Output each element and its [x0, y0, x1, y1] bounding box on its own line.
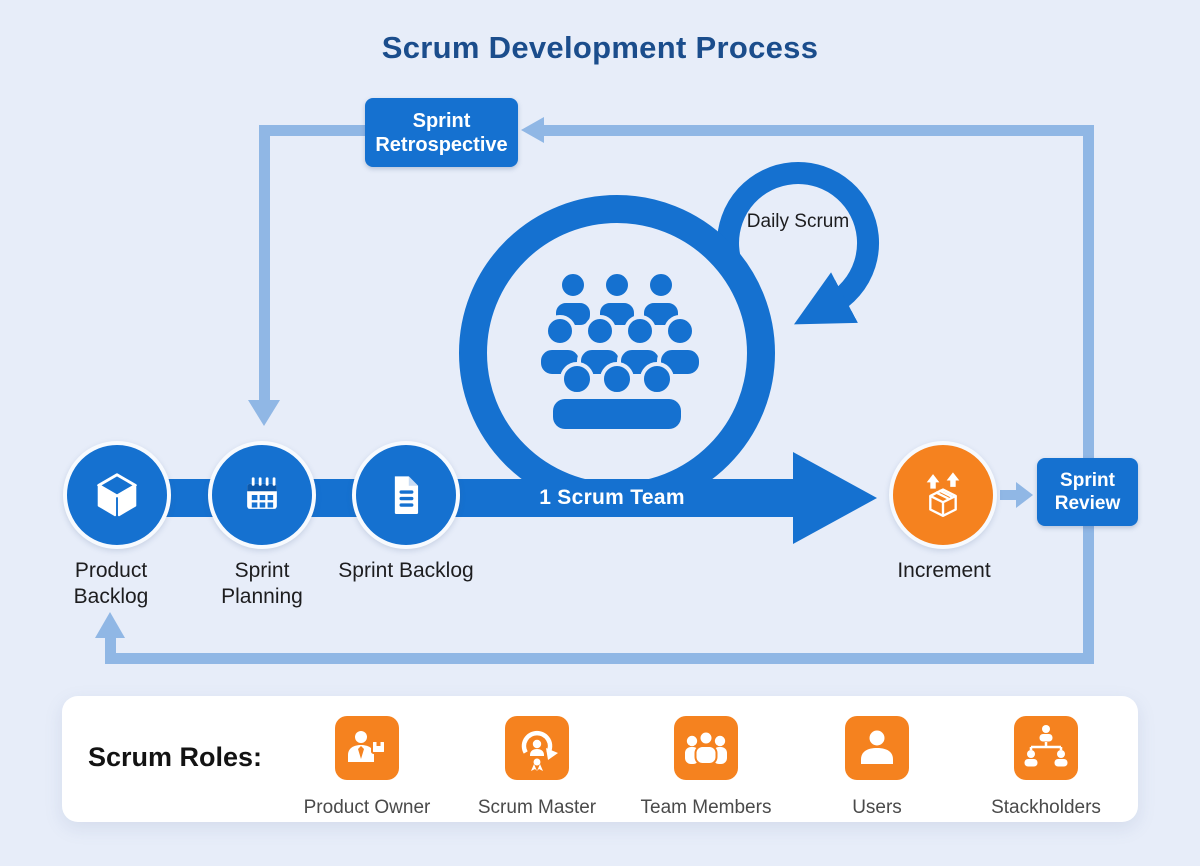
- node-product-backlog: [63, 441, 171, 549]
- product-owner-role-label: Product Owner: [303, 797, 431, 818]
- calendar-icon: [247, 477, 277, 509]
- team-group-icon: [537, 270, 703, 429]
- connector-right-vertical: [1083, 125, 1094, 664]
- stakeholders-icon: [1014, 716, 1078, 780]
- arrow-right-icon: [1016, 482, 1033, 508]
- product-backlog-label: Product Backlog: [73, 559, 149, 608]
- sprint-review-box: Sprint Review: [1037, 458, 1138, 526]
- stackholders-role-label: Stackholders: [991, 797, 1101, 818]
- arrow-left-icon: [521, 117, 544, 143]
- scrum-team-flow-label: 1 Scrum Team: [539, 486, 685, 509]
- scrum-master-role-label: Scrum Master: [477, 797, 597, 818]
- user-icon: [845, 716, 909, 780]
- page-title: Scrum Development Process: [381, 30, 819, 65]
- daily-scrum-loop-icon: [717, 162, 880, 325]
- daily-scrum-label: Daily Scrum: [746, 211, 850, 232]
- connector-increment-review: [1000, 490, 1018, 500]
- role-team-members: Team Members: [636, 716, 776, 819]
- scrum-master-icon: [505, 716, 569, 780]
- connector-retro-left-horizontal: [259, 125, 365, 136]
- sprint-retrospective-label: Sprint Retrospective: [375, 109, 508, 156]
- scrum-roles-panel: [62, 696, 1138, 822]
- sprint-review-label: Sprint Review: [1054, 470, 1121, 514]
- increment-label: Increment: [897, 559, 991, 582]
- product-owner-icon: [335, 716, 399, 780]
- node-increment: [889, 441, 997, 549]
- connector-bottom-horizontal: [105, 653, 1094, 664]
- connector-retro-down-vertical: [259, 125, 270, 402]
- cube-icon: [97, 473, 137, 517]
- scrum-roles-heading: Scrum Roles:: [88, 742, 263, 772]
- sprint-retrospective-box: Sprint Retrospective: [365, 98, 518, 167]
- arrow-down-icon: [248, 400, 280, 426]
- document-icon: [394, 476, 419, 515]
- users-role-label: Users: [852, 797, 902, 818]
- connector-top-horizontal: [543, 125, 1094, 136]
- team-members-icon: [674, 716, 738, 780]
- arrow-up-icon: [95, 612, 125, 638]
- role-product-owner: Product Owner: [297, 716, 437, 819]
- role-stackholders: Stackholders: [976, 716, 1116, 819]
- role-users: Users: [807, 716, 947, 819]
- node-sprint-planning: [208, 441, 316, 549]
- sprint-backlog-label: Sprint Backlog: [338, 559, 474, 582]
- connector-bottom-left-stub: [105, 636, 116, 663]
- sprint-planning-label: Sprint Planning: [221, 559, 303, 608]
- open-box-icon: [926, 472, 960, 518]
- node-sprint-backlog: [352, 441, 460, 549]
- team-members-role-label: Team Members: [640, 797, 772, 818]
- role-scrum-master: Scrum Master: [467, 716, 607, 819]
- flow-arrowhead-icon: [793, 452, 877, 544]
